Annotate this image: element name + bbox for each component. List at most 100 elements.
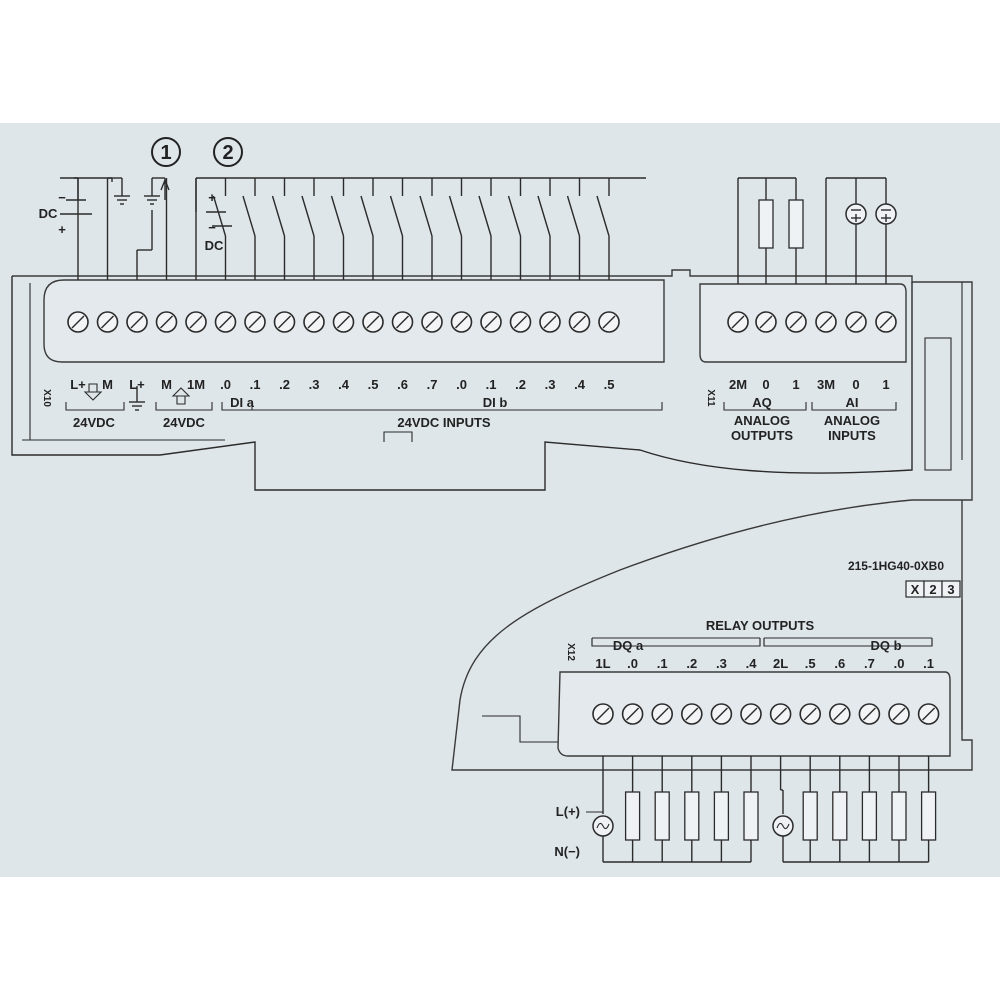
x10-terminal-label-1: M — [102, 377, 113, 392]
switch-blade-17 — [566, 195, 581, 237]
x11-ai-label: AI — [846, 395, 859, 410]
x11-connector-id: X11 — [705, 389, 716, 407]
x10-screw-9-slot — [337, 315, 350, 329]
switch-blade-18 — [596, 195, 610, 237]
x10-screw-11 — [391, 311, 414, 333]
x10-screw-13-slot — [455, 315, 468, 329]
x10-screw-14 — [480, 311, 502, 333]
x11-screw-5-slot — [879, 315, 893, 329]
x11-terminal-label-1: 0 — [762, 377, 769, 392]
x10-screw-4 — [185, 311, 207, 333]
x10-screw-4-slot — [189, 315, 203, 329]
x11-screw-3 — [815, 311, 837, 333]
x10-screw-18-slot — [602, 315, 616, 329]
x10-terminal-label-9: .4 — [338, 377, 350, 392]
x12-screw-8-slot — [833, 707, 847, 721]
x12-screw-9 — [858, 703, 881, 725]
x10-screw-12 — [421, 311, 443, 333]
x10-screw-16 — [539, 311, 561, 333]
switch-blade-14 — [478, 195, 492, 237]
x10-terminal-label-15: .2 — [515, 377, 526, 392]
x12-screw-4 — [710, 703, 733, 725]
dq-b-load-resistor-1 — [832, 791, 848, 841]
x10-screw-15 — [509, 311, 532, 333]
arrow-up-icon — [171, 387, 191, 405]
dq-b-load-resistor-2 — [861, 791, 878, 841]
marker-circle-2 — [213, 137, 243, 167]
bracket-ai — [811, 402, 897, 411]
x10-terminal-label-2: L+ — [129, 377, 145, 392]
switch-blade-10 — [360, 195, 374, 237]
x10-screw-0 — [67, 311, 89, 333]
x12-terminal-label-10: .0 — [894, 656, 905, 671]
x10-screw-10 — [362, 311, 384, 333]
switch-blade-8 — [301, 195, 315, 237]
dq-b-ac-wave — [776, 822, 790, 830]
switch-blade-6 — [242, 195, 256, 237]
x10-screw-5-slot — [219, 315, 232, 329]
x11-outputs-label-2: OUTPUTS — [731, 428, 793, 443]
bracket-24vdc-out — [65, 402, 125, 411]
aq-load-resistor-0 — [758, 199, 774, 249]
dc-right-minus: − — [208, 220, 216, 235]
label-ground-icon — [129, 386, 145, 411]
dq-a-load-resistor-4 — [743, 791, 759, 841]
x12-terminal-label-2: .1 — [657, 656, 668, 671]
x12-screw-0 — [592, 703, 614, 725]
x11-outputs-label-1: ANALOG — [734, 413, 790, 428]
x11-terminal-label-5: 1 — [882, 377, 889, 392]
bracket-aq — [723, 402, 807, 411]
x12-terminal-label-0: 1L — [595, 656, 610, 671]
x11-terminal-label-0: 2M — [729, 377, 747, 392]
inputs-notch — [383, 431, 413, 442]
x12-screw-10 — [888, 703, 910, 725]
x12-screw-5 — [740, 703, 762, 725]
x12-screw-1 — [621, 703, 644, 725]
x11-screw-4-slot — [849, 315, 863, 329]
housing-detail — [22, 283, 225, 441]
x10-terminal-label-18: .5 — [604, 377, 615, 392]
x10-inputs-label: 24VDC INPUTS — [397, 415, 491, 430]
x12-screw-3 — [680, 703, 703, 725]
x10-terminal-label-11: .6 — [397, 377, 408, 392]
dc-left-label: DC — [39, 206, 58, 221]
x10-screw-2 — [126, 311, 148, 333]
x10-screw-18 — [598, 311, 620, 333]
x11-screw-5 — [875, 311, 897, 333]
bracket-24vdc-in — [155, 402, 213, 411]
x10-terminal-label-4: 1M — [187, 377, 205, 392]
x12-screw-1-slot — [626, 707, 640, 721]
dq-a-ac-wave — [596, 822, 610, 830]
ground-symbol-2 — [144, 180, 160, 205]
x10-terminal-label-0: L+ — [70, 377, 86, 392]
x10-terminal-label-13: .0 — [456, 377, 467, 392]
x12-terminal-label-4: .3 — [716, 656, 727, 671]
x10-screw-7 — [273, 311, 296, 333]
x10-screw-17 — [568, 311, 591, 333]
x11-screw-0-slot — [731, 315, 745, 329]
version-box-2 — [941, 580, 961, 598]
x11-terminal-label-3: 3M — [817, 377, 835, 392]
arrow-down-icon — [83, 383, 103, 401]
x10-screw-12-slot — [425, 315, 439, 329]
x11-terminal-label-2: 1 — [792, 377, 799, 392]
x11-inputs-label-2: INPUTS — [828, 428, 876, 443]
switch-blade-12 — [419, 195, 433, 237]
x11-terminal-label-4: 0 — [852, 377, 859, 392]
x12-screw-10-slot — [892, 707, 906, 721]
x10-screw-8-slot — [307, 315, 321, 329]
ac-neutral-label: N(−) — [554, 844, 580, 859]
version-box-label-1: 2 — [929, 582, 936, 597]
x10-screw-11-slot — [396, 315, 409, 329]
ground-symbol-1 — [114, 180, 130, 205]
marker-circle-1 — [151, 137, 181, 167]
x10-screw-17-slot — [573, 315, 586, 329]
x12-terminal-label-9: .7 — [864, 656, 875, 671]
x10-screw-6 — [244, 311, 266, 333]
x10-group-a-label: DI a — [230, 395, 255, 410]
x12-screw-8 — [828, 703, 851, 725]
dq-a-load-resistor-0 — [624, 791, 641, 841]
x11-screw-0 — [727, 311, 749, 333]
x12-screw-11 — [917, 703, 940, 725]
